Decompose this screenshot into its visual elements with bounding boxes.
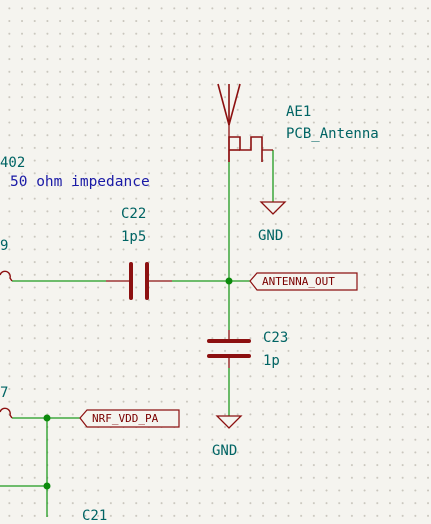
gnd-label-antenna: GND <box>258 228 284 244</box>
left-ref-fragment: 402 <box>0 155 26 171</box>
capacitor-c23-symbol <box>207 339 251 358</box>
c23-value: 1p <box>263 353 280 369</box>
c23-reference: C23 <box>263 330 289 346</box>
junction-antenna-node <box>225 277 233 285</box>
net-label-flag-nrf-vdd-pa <box>79 409 180 428</box>
antenna-symbol <box>217 83 263 162</box>
edge-label-7: 7 <box>0 385 9 401</box>
c22-reference: C22 <box>121 206 147 222</box>
edge-label-9: 9 <box>0 238 9 254</box>
net-label-nrf-vdd-pa: NRF_VDD_PA <box>92 412 159 425</box>
gnd-symbol-antenna <box>259 201 287 215</box>
capacitor-c22-symbol <box>129 262 149 300</box>
antenna-value: PCB_Antenna <box>286 126 379 142</box>
junction-vdd-pa <box>43 414 51 422</box>
edge-inductor-body-2 <box>0 407 13 419</box>
c22-value: 1p5 <box>121 229 147 245</box>
net-label-flag-antenna-out <box>249 272 358 291</box>
junction-lower-left <box>43 482 51 490</box>
gnd-symbol-c23 <box>215 415 243 429</box>
gnd-label-c23: GND <box>212 443 238 459</box>
antenna-reference: AE1 <box>286 104 312 120</box>
impedance-note: 50 ohm impedance <box>10 174 150 190</box>
pin-stubs <box>106 125 273 368</box>
c21-partial-label: C21 <box>82 508 108 524</box>
net-label-antenna-out: ANTENNA_OUT <box>262 275 335 288</box>
edge-inductor-body <box>0 270 13 282</box>
